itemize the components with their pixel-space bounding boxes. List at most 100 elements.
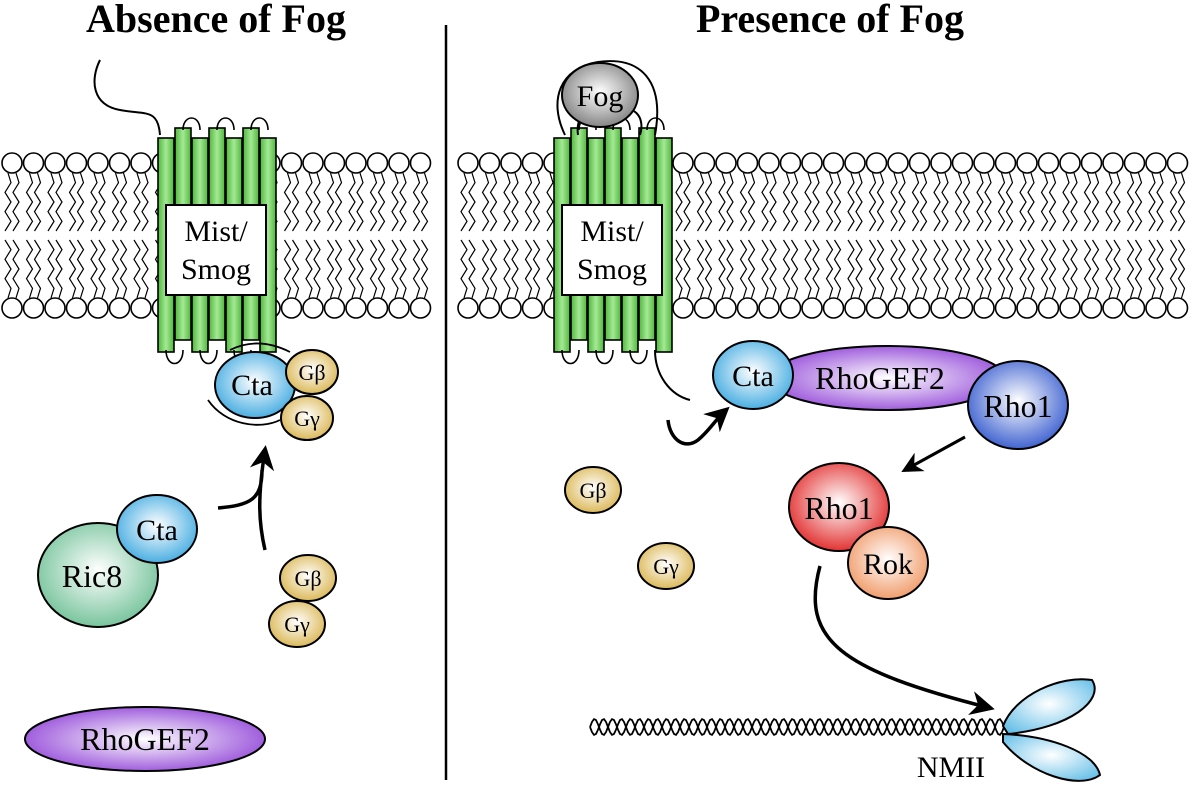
lipid-tail (369, 239, 378, 299)
lipid-tail (4, 239, 12, 299)
receptor-label-line1-left: Mist/ (184, 215, 248, 248)
lipid-tail (876, 172, 885, 232)
cta-free-left: Cta (116, 494, 198, 564)
lipid-tail (546, 239, 554, 299)
lipid-head (65, 152, 88, 174)
lipid-tail (1027, 239, 1035, 299)
svg-text:Ric8: Ric8 (62, 558, 122, 594)
lipid-tail (1027, 172, 1035, 232)
lipid-tail (1169, 172, 1178, 232)
lipid-tail (326, 172, 335, 232)
lipid-head (323, 152, 346, 174)
lipid-tail (12, 172, 20, 232)
rhogef2-complex-right: RhoGEF2 (768, 345, 1006, 411)
lipid-head (1016, 152, 1038, 174)
lipid-tail (1105, 239, 1113, 299)
lipid-tail (1156, 239, 1164, 299)
lipid-head (801, 297, 823, 319)
lipid-tail (76, 239, 85, 299)
lipid-head (500, 297, 522, 319)
membrane-anchor-left (207, 399, 281, 426)
lipid-tail (111, 172, 120, 232)
lipid-tail (33, 239, 42, 299)
lipid-tail (1062, 172, 1070, 232)
lipid-tail (1169, 239, 1178, 299)
lipid-head (1059, 152, 1081, 174)
rho1-complex-right: Rho1 (967, 360, 1069, 450)
lipid-tail (412, 172, 421, 232)
tm-loop (595, 349, 614, 365)
lipid-tail (984, 239, 992, 299)
tm-loop (199, 349, 218, 365)
lipid-tail (326, 239, 335, 299)
lipid-tail (90, 239, 98, 299)
lipid-tail (919, 172, 928, 232)
lipid-tail (1148, 172, 1156, 232)
lipid-head (280, 297, 303, 319)
lipid-tail (489, 239, 498, 299)
lipid-tail (399, 172, 407, 232)
g-gamma-free-right: Gγ (637, 542, 695, 590)
lipid-tail (489, 172, 498, 232)
lipid-tail (761, 172, 769, 232)
lipid-tail (812, 172, 820, 232)
lipid-head (994, 152, 1017, 174)
rho-activation-arrow (901, 435, 966, 473)
lipid-tail (997, 239, 1006, 299)
lipid-tail (377, 172, 386, 232)
lipid-tail (1113, 172, 1121, 232)
lipid-tail (804, 172, 812, 232)
lipid-tail (1091, 172, 1100, 232)
svg-text:Rok: Rok (863, 548, 913, 581)
lipid-tail (675, 172, 683, 232)
lipid-tail (868, 172, 877, 232)
lipid-tail (68, 172, 77, 232)
tm-loop (646, 117, 665, 131)
lipid-head (1080, 152, 1103, 174)
lipid-tail (782, 172, 791, 232)
lipid-tail (460, 239, 468, 299)
lipid-tail (683, 239, 691, 299)
lipid-tail (391, 172, 399, 232)
lipid-head (323, 297, 346, 319)
lipid-head (457, 297, 479, 319)
lipid-head (758, 152, 780, 174)
lipid-tail (1113, 239, 1121, 299)
lipid-tail (133, 239, 141, 299)
right-panel-title: Presence of Fog (696, 0, 964, 41)
lipid-tail (532, 239, 541, 299)
svg-text:Gβ: Gβ (579, 478, 606, 503)
lipid-head (865, 152, 888, 174)
assembly-arrow-left (217, 450, 265, 551)
cta-membrane-left: Cta (214, 351, 296, 419)
lipid-head (973, 297, 995, 319)
lipid-tail (33, 172, 42, 232)
lipid-head (1145, 297, 1167, 319)
lipid-tail (12, 239, 20, 299)
lipid-head (130, 152, 152, 174)
receptor-label-line1-right: Mist/ (580, 215, 644, 248)
lipid-tail (876, 239, 885, 299)
cta-complex-right: Cta (712, 340, 794, 410)
lipid-tail (25, 239, 34, 299)
lipid-head (1145, 152, 1167, 174)
lipid-tail (1019, 239, 1027, 299)
receptor-right: Mist/ Smog (553, 60, 691, 401)
lipid-head (388, 152, 410, 174)
receptor-label-box-left (165, 204, 267, 296)
lipid-tail (825, 239, 834, 299)
lipid-tail (468, 172, 476, 232)
lipid-tail (782, 239, 791, 299)
lipid-head (302, 152, 324, 174)
lipid-tail (898, 172, 906, 232)
g-beta-free-left: Gβ (279, 554, 337, 602)
lipid-tail (511, 239, 519, 299)
lipid-tail (898, 239, 906, 299)
lipid-tail (283, 172, 292, 232)
lipid-tail (369, 172, 378, 232)
lipid-tail (696, 239, 705, 299)
lipid-tail (119, 172, 128, 232)
lipid-head (994, 297, 1017, 319)
lipid-tail (111, 239, 120, 299)
lipid-tail (291, 239, 300, 299)
